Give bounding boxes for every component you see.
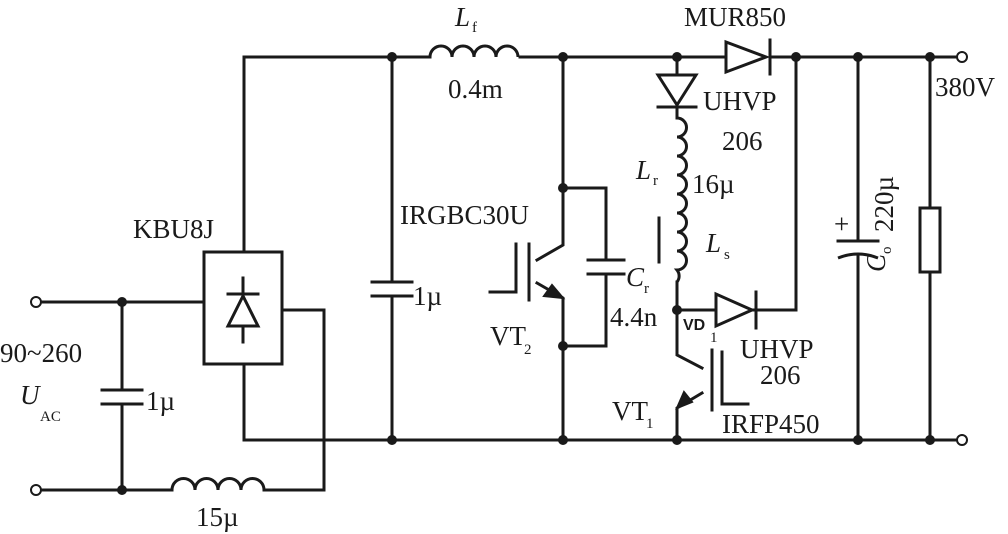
label-input-inductor: 15µ bbox=[196, 502, 239, 532]
label-c1-value: 1µ bbox=[413, 281, 442, 311]
label-co-symbol: C bbox=[861, 253, 891, 272]
label-lf-value: 0.4m bbox=[448, 74, 503, 104]
label-cr-sub: r bbox=[644, 281, 649, 297]
label-input-voltage: 90~260 bbox=[0, 338, 82, 368]
label-lr-value: 16µ bbox=[692, 169, 735, 199]
capacitor-input bbox=[100, 388, 144, 406]
label-uac-symbol: U bbox=[20, 380, 41, 410]
label-lf-symbol: L bbox=[454, 2, 470, 32]
label-co-plus: + bbox=[834, 209, 849, 239]
label-co-value: 220µ bbox=[869, 176, 899, 232]
label-mur850: MUR850 bbox=[684, 2, 786, 32]
label-input-cap: 1µ bbox=[146, 386, 175, 416]
label-lf-sub: f bbox=[472, 20, 477, 36]
label-vd1-sub: 1 bbox=[710, 330, 718, 346]
label-irgbc30u: IRGBC30U bbox=[400, 200, 529, 230]
mosfet-arrow bbox=[675, 390, 694, 410]
capacitor-cr bbox=[586, 258, 626, 276]
label-uhvp-bottom: UHVP bbox=[740, 334, 814, 364]
capacitor-co bbox=[836, 239, 880, 260]
label-irfp450: IRFP450 bbox=[722, 409, 820, 439]
label-kbu8j: KBU8J bbox=[133, 214, 214, 244]
diode-vd1 bbox=[714, 290, 758, 330]
bridge-rectifier-kbu8j bbox=[202, 250, 284, 366]
diode-mur850 bbox=[724, 38, 772, 76]
inductor-input bbox=[170, 477, 266, 491]
label-uac-sub: AC bbox=[40, 409, 61, 425]
label-vt1-symbol: VT bbox=[612, 396, 648, 426]
label-ls-symbol: L bbox=[705, 228, 721, 258]
label-cr-value: 4.4n bbox=[610, 302, 658, 332]
inductor-lr bbox=[657, 116, 688, 283]
load-resistor bbox=[918, 206, 942, 274]
label-380v: 380V bbox=[935, 72, 996, 102]
diode-uhvp-top bbox=[655, 73, 699, 109]
label-uhvp-top: UHVP bbox=[703, 86, 777, 116]
label-co-sub: o bbox=[879, 247, 895, 255]
wires bbox=[38, 55, 960, 492]
label-lr-symbol: L bbox=[635, 155, 651, 185]
junctions bbox=[117, 52, 935, 495]
label-ls-sub: s bbox=[724, 247, 730, 263]
label-uhvp-top-num: 206 bbox=[722, 126, 763, 156]
label-vt2-sub: 2 bbox=[524, 342, 532, 358]
capacitor-1u bbox=[370, 280, 414, 298]
label-lr-sub: r bbox=[653, 173, 658, 189]
igbt-arrow bbox=[542, 283, 566, 300]
label-vt1-sub: 1 bbox=[646, 416, 654, 432]
label-uhvp-bottom-num: 206 bbox=[760, 360, 801, 390]
inductor-lf bbox=[428, 44, 520, 58]
label-vd1-symbol: VD bbox=[683, 317, 705, 334]
label-cr-symbol: C bbox=[626, 262, 645, 292]
terminals bbox=[30, 51, 968, 496]
label-vt2-symbol: VT bbox=[490, 321, 526, 351]
